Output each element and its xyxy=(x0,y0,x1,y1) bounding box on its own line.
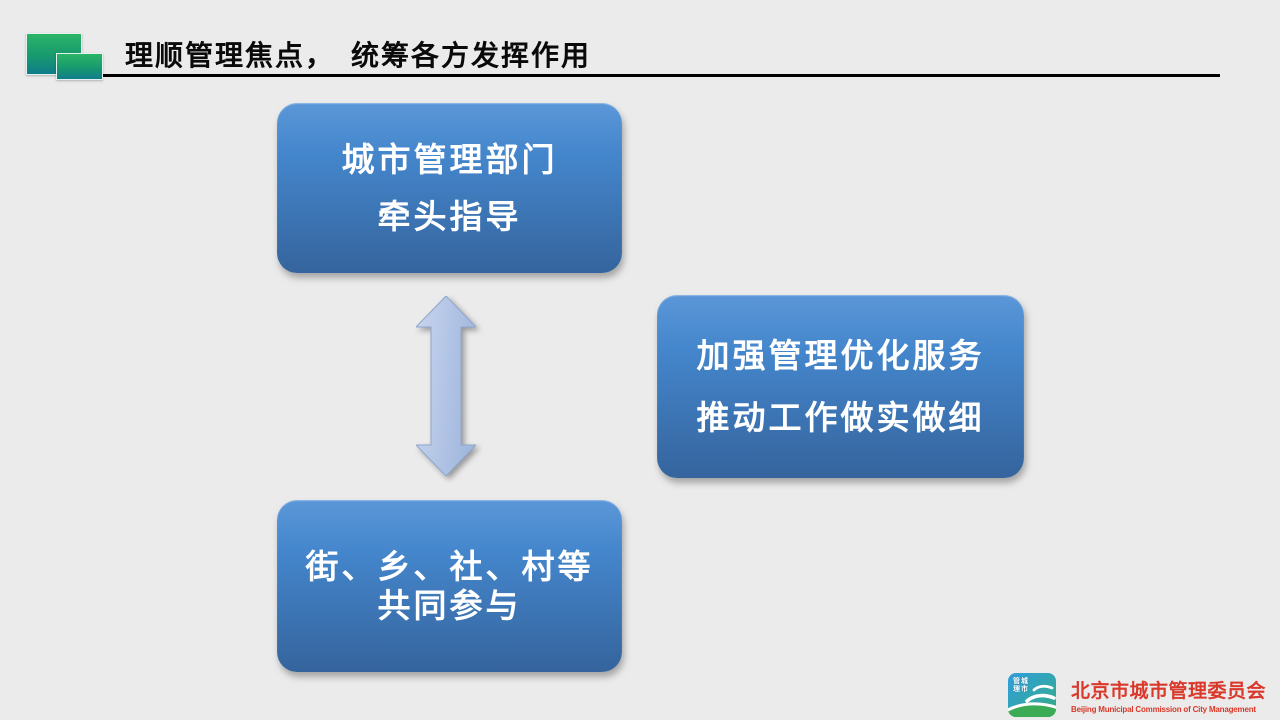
header-green-square-small-icon xyxy=(56,53,103,80)
box-joint-participation-line2: 共同参与 xyxy=(377,586,522,624)
org-name-zh: 北京市城市管理委员会 xyxy=(1071,681,1267,702)
box-city-management-dept: 城市管理部门 牵头指导 xyxy=(277,103,622,273)
logo-badge-text: 管城 理市 xyxy=(1013,678,1029,694)
org-name-en: Beijing Municipal Commission of City Man… xyxy=(1071,705,1256,714)
page-title: 理顺管理焦点， 统筹各方发挥作用 xyxy=(125,40,592,71)
box-joint-participation: 街、乡、社、村等 共同参与 xyxy=(277,500,622,672)
logo-badge-line1: 管城 xyxy=(1013,678,1029,685)
up-down-arrow-icon xyxy=(416,296,476,476)
logo-badge-line2: 理市 xyxy=(1013,686,1029,693)
box-joint-participation-line1: 街、乡、社、村等 xyxy=(305,547,594,585)
org-name-block: 北京市城市管理委员会 Beijing Municipal Commission … xyxy=(1071,676,1276,714)
box-strengthen-service-line2: 推动工作做实做细 xyxy=(696,399,985,436)
logo-swoosh-icon xyxy=(1008,673,1056,717)
box-strengthen-service: 加强管理优化服务 推动工作做实做细 xyxy=(657,295,1024,478)
box-city-management-line1: 城市管理部门 xyxy=(341,141,558,178)
title-underline xyxy=(100,74,1220,77)
box-city-management-line2: 牵头指导 xyxy=(377,198,522,235)
org-logo-icon: 管城 理市 xyxy=(1008,673,1056,717)
box-strengthen-service-line1: 加强管理优化服务 xyxy=(696,337,985,374)
